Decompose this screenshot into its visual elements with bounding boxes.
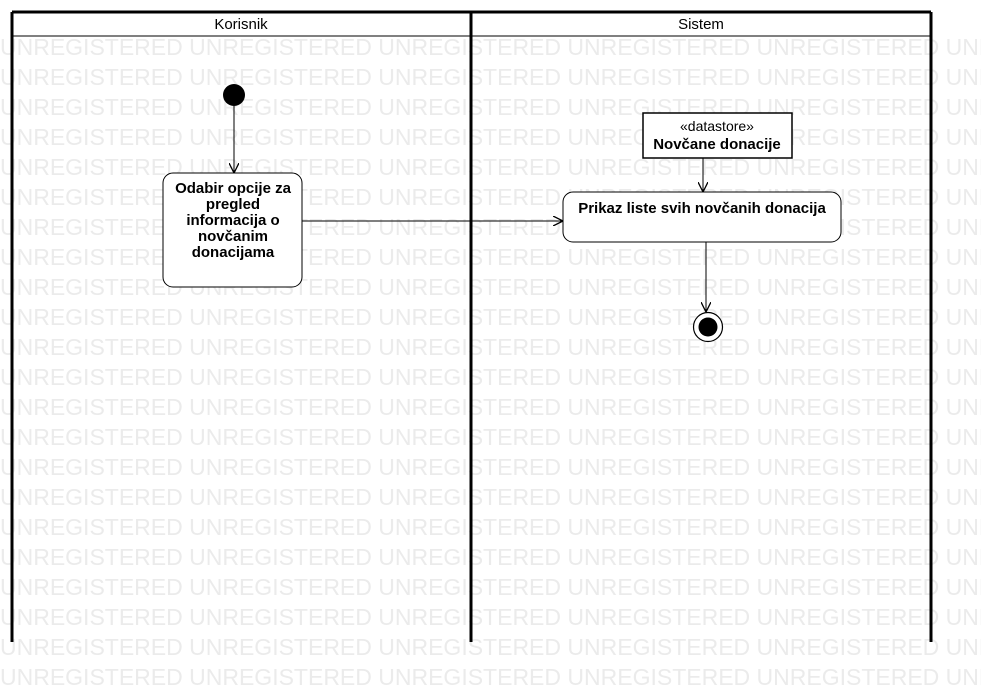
action-line-5: donacijama <box>192 244 275 261</box>
swimlane-frame <box>10 10 933 642</box>
action-line-1: Odabir opcije za <box>175 180 292 197</box>
action-select-option[interactable]: Odabir opcije za pregled informacija o n… <box>162 172 303 288</box>
action-show-list[interactable]: Prikaz liste svih novčanih donacija <box>562 191 842 243</box>
show-list-label: Prikaz liste svih novčanih donacija <box>578 200 826 217</box>
datastore-stereotype: «datastore» <box>680 118 754 134</box>
lane-title-sistem: Sistem <box>678 16 724 33</box>
final-node[interactable] <box>692 311 724 343</box>
datastore-novcane-donacije[interactable]: «datastore» Novčane donacije <box>642 112 793 159</box>
action-line-2: pregled <box>206 196 260 213</box>
initial-node[interactable] <box>223 84 245 106</box>
action-line-3: informacija o <box>186 212 279 229</box>
datastore-name: Novčane donacije <box>653 136 781 153</box>
action-line-4: novčanim <box>198 228 268 245</box>
lane-title-korisnik: Korisnik <box>214 16 268 33</box>
